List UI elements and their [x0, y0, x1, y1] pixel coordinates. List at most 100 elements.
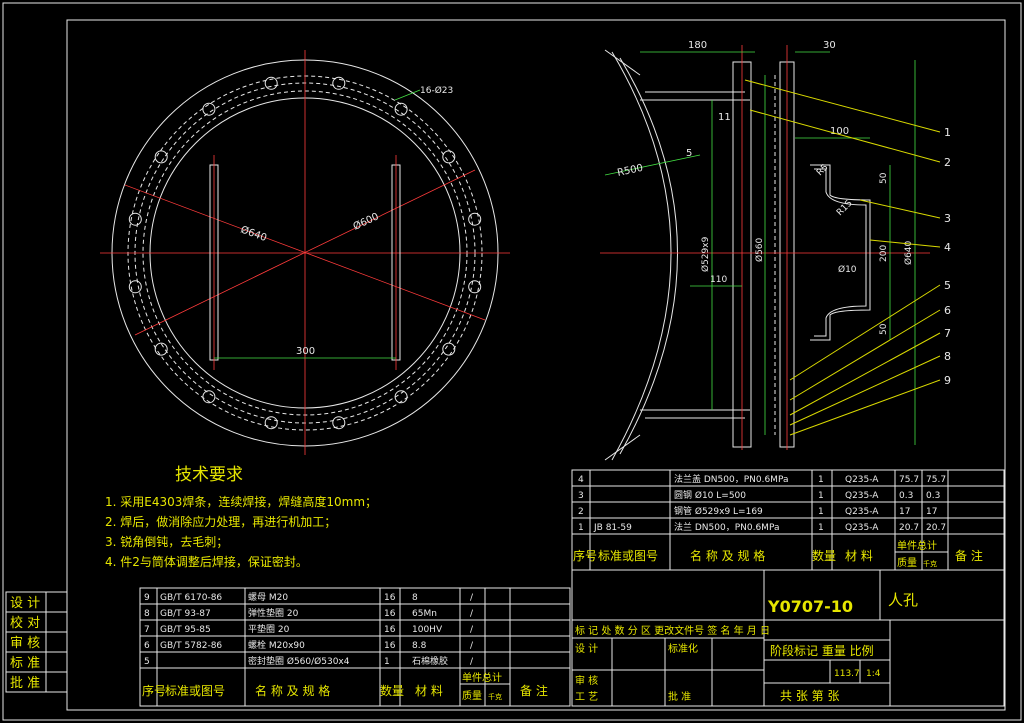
inner-frame: [66, 19, 1006, 711]
dim-5: 5: [686, 148, 692, 159]
tech-item-1: 1. 采用E4303焊条，连续焊接，焊缝高度10mm；: [105, 494, 377, 509]
sign-review: 审 核: [10, 636, 40, 651]
dim-110: 110: [710, 275, 727, 285]
bolt-hole: [154, 150, 168, 164]
dim-50-bot: 50: [879, 323, 889, 335]
upper-row-total-mass: 0.3: [926, 491, 940, 501]
lower-row-name: 弹性垫圈 20: [248, 607, 299, 619]
upper-row-qty: 1: [818, 507, 824, 517]
uh-qty: 数量: [812, 548, 836, 563]
dim-50-top: 50: [879, 172, 889, 184]
part-balloon: 4: [944, 241, 951, 254]
uh-unit-total: 单件总计: [897, 539, 937, 552]
lower-row-mass: /: [470, 593, 474, 603]
revision-row: 标 记 处 数 分 区 更改文件号 签 名 年 月 日: [575, 624, 770, 637]
tech-item-2: 2. 焊后，做消除应力处理，再进行机加工；: [105, 514, 336, 529]
sign-block: 设 计 校 对 审 核 标 准 批 准: [5, 591, 68, 693]
bolt-hole: [202, 390, 216, 404]
lower-row-name: 密封垫圈 Ø560/Ø530x4: [248, 655, 350, 667]
title-block: Y0707-10 人孔 标 记 处 数 分 区 更改文件号 签 名 年 月 日 …: [571, 569, 1005, 707]
bolt-hole: [442, 342, 456, 356]
lower-row-no: 7: [144, 625, 150, 635]
sign-check: 校 对: [10, 615, 40, 631]
part-balloon: 3: [944, 212, 951, 225]
tb-scale: 1:4: [866, 669, 881, 679]
dim-640: Ø640: [903, 240, 914, 265]
lower-row-qty: 16: [384, 609, 396, 619]
plan-view: 300 Ø640 Ø600 16-Ø23: [100, 50, 510, 455]
upper-row-unit-mass: 0.3: [899, 491, 913, 501]
bolt-hole: [394, 390, 408, 404]
upper-row-name: 法兰盖 DN500，PN0.6MPa: [674, 473, 788, 485]
lower-row-no: 8: [144, 609, 150, 619]
upper-row-unit-mass: 75.7: [899, 475, 919, 485]
tb-weight: 113.7: [834, 669, 860, 679]
bolt-note: 16-Ø23: [420, 85, 453, 96]
drawing-number: Y0707-10: [767, 597, 853, 616]
dim-560: Ø560: [754, 237, 765, 262]
lower-row-no: 6: [144, 641, 150, 651]
uh-std: 标准或图号: [598, 549, 658, 563]
lh-no: 序号: [142, 683, 166, 698]
bolt-hole: [332, 416, 346, 430]
tb-design: 设 计: [575, 642, 598, 655]
lh-name: 名 称 及 规 格: [255, 683, 330, 698]
lower-row-material: 8.8: [412, 641, 427, 651]
lh-unit-total: 单件总计: [462, 671, 502, 684]
dim-11: 11: [718, 112, 731, 123]
lh-mass: 质量: [462, 690, 482, 702]
part-balloon: 6: [944, 304, 951, 317]
lower-row-name: 平垫圈 20: [248, 623, 290, 635]
uh-mass: 质量: [897, 557, 917, 569]
upper-row-material: Q235-A: [845, 507, 879, 517]
part-balloon: 8: [944, 350, 951, 363]
lower-row-qty: 1: [384, 657, 390, 667]
upper-row-no: 1: [578, 523, 584, 533]
dim-d10: Ø10: [838, 264, 857, 275]
upper-row-name: 法兰 DN500，PN0.6MPa: [674, 521, 779, 533]
lower-row-std: GB/T 6170-86: [160, 593, 222, 603]
upper-row-material: Q235-A: [845, 523, 879, 533]
drawing-name: 人孔: [888, 591, 918, 609]
bolt-hole: [442, 150, 456, 164]
lower-row-no: 5: [144, 657, 150, 667]
upper-row-qty: 1: [818, 491, 824, 501]
dim-pipe: Ø529x9: [700, 236, 711, 272]
part-balloon: 1: [944, 126, 951, 139]
outer-dia-dim: Ø640: [239, 224, 268, 245]
lh-qty: 数量: [380, 683, 404, 698]
tb-standardization: 标准化: [668, 642, 698, 655]
lower-row-qty: 16: [384, 625, 396, 635]
lower-row-mass: /: [470, 657, 474, 667]
lower-row-name: 螺母 M20: [248, 592, 288, 603]
lh-remark: 备 注: [520, 683, 548, 698]
span-dim: 300: [296, 346, 315, 357]
upper-row-material: Q235-A: [845, 475, 879, 485]
uh-mass-unit: 千克: [923, 559, 937, 568]
bolt-hole: [264, 416, 278, 430]
lower-row-mass: /: [470, 625, 474, 635]
lower-row-mass: /: [470, 641, 474, 651]
lower-row-material: 100HV: [412, 625, 443, 635]
upper-row-qty: 1: [818, 523, 824, 533]
uh-no: 序号: [573, 548, 597, 563]
upper-row-qty: 1: [818, 475, 824, 485]
upper-row-no: 2: [578, 507, 584, 517]
tb-review: 审 核: [575, 674, 598, 687]
upper-row-unit-mass: 17: [899, 507, 910, 517]
dim-30: 30: [823, 40, 836, 51]
lh-std: 标准或图号: [165, 684, 225, 698]
lh-mat: 材 料: [415, 684, 443, 698]
sign-approve: 批 准: [10, 676, 40, 691]
sign-standard: 标 准: [10, 656, 40, 671]
bolt-hole: [154, 342, 168, 356]
stage-header: 阶段标记 重量 比例: [770, 643, 874, 658]
part-balloon: 2: [944, 156, 951, 169]
bolt-hole: [394, 102, 408, 116]
uh-remark: 备 注: [955, 548, 983, 563]
lower-row-mass: /: [470, 609, 474, 619]
bolt-hole: [202, 102, 216, 116]
upper-row-total-mass: 20.7: [926, 523, 946, 533]
